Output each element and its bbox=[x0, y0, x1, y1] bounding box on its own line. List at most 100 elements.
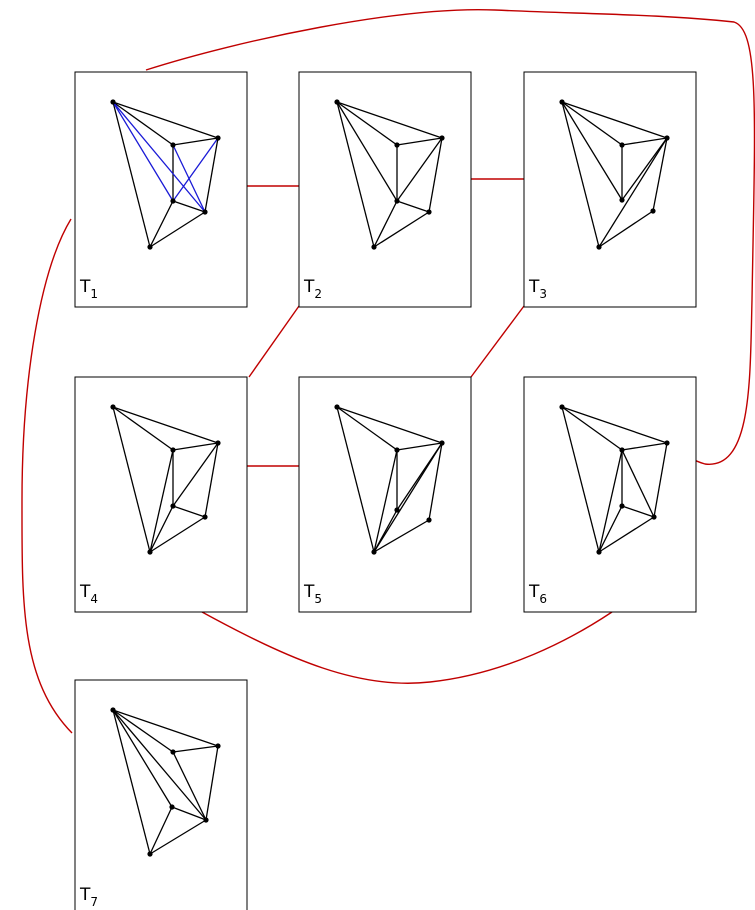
triangulation-edge bbox=[149, 806, 173, 855]
hull-edge bbox=[561, 406, 668, 444]
hull-edge bbox=[112, 709, 151, 855]
panel-frame bbox=[74, 71, 248, 308]
panel-label-subscript: 6 bbox=[539, 592, 547, 606]
vertex-a bbox=[110, 707, 116, 713]
panel-frame bbox=[74, 376, 248, 613]
triangulation-edge bbox=[112, 709, 174, 753]
vertex-a bbox=[110, 99, 116, 105]
panel-frame bbox=[74, 679, 248, 910]
vertex-e bbox=[426, 517, 432, 523]
vertex-a bbox=[110, 404, 116, 410]
vertex-b bbox=[170, 142, 176, 148]
vertex-a bbox=[559, 404, 565, 410]
triangulation-edge bbox=[149, 505, 174, 553]
triangulation-edge bbox=[373, 442, 443, 553]
triangulation-panel-6: T6 bbox=[523, 376, 697, 613]
hull-edge bbox=[112, 709, 219, 747]
hull-edge bbox=[112, 101, 219, 139]
vertex-c bbox=[215, 743, 221, 749]
triangulation-edge bbox=[561, 101, 623, 201]
vertex-e bbox=[203, 817, 209, 823]
vertex-a bbox=[334, 99, 340, 105]
triangulation-edge bbox=[336, 101, 398, 202]
triangulation-edge bbox=[172, 442, 219, 507]
triangulation-panel-1: T1 bbox=[74, 71, 248, 308]
panel-label: T1 bbox=[79, 277, 98, 301]
triangulation-edge bbox=[172, 200, 206, 213]
vertex-d bbox=[169, 804, 175, 810]
vertex-d bbox=[619, 197, 625, 203]
vertex-f bbox=[371, 549, 377, 555]
panel-label: T3 bbox=[528, 277, 547, 301]
vertex-b bbox=[170, 749, 176, 755]
vertex-b bbox=[619, 447, 625, 453]
triangulation-edge bbox=[396, 137, 443, 146]
triangulation-panel-3: T3 bbox=[523, 71, 697, 308]
vertex-b bbox=[619, 142, 625, 148]
triangulation-edge bbox=[561, 101, 623, 146]
hull-edge bbox=[428, 442, 443, 521]
vertex-f bbox=[147, 549, 153, 555]
triangulation-panel-4: T4 bbox=[74, 376, 248, 613]
triangulation-edge bbox=[112, 406, 174, 451]
hull-edge bbox=[204, 137, 219, 213]
panel-frame bbox=[523, 376, 697, 613]
vertex-f bbox=[147, 851, 153, 857]
hull-edge bbox=[112, 101, 151, 248]
hull-edge bbox=[112, 406, 219, 444]
hull-edge bbox=[373, 519, 430, 553]
triangulation-edge bbox=[112, 101, 174, 146]
panel-label: T4 bbox=[79, 582, 98, 606]
flip-connector-6 bbox=[201, 611, 613, 684]
triangulation-edge bbox=[172, 745, 219, 753]
triangulation-edge bbox=[598, 505, 623, 553]
hull-edge bbox=[598, 516, 655, 553]
flip-connector-4 bbox=[470, 305, 525, 378]
panel-label-subscript: 7 bbox=[90, 895, 98, 909]
hull-edge bbox=[149, 819, 207, 855]
hull-edge bbox=[652, 137, 668, 212]
triangulation-edge bbox=[621, 505, 655, 518]
vertex-c bbox=[439, 440, 445, 446]
panel-label: T7 bbox=[79, 885, 98, 909]
vertex-b bbox=[170, 447, 176, 453]
panel-label-subscript: 4 bbox=[90, 592, 98, 606]
triangulation-edge bbox=[396, 442, 443, 451]
hull-edge bbox=[205, 745, 219, 821]
panel-label-subscript: 2 bbox=[314, 287, 322, 301]
hull-edge bbox=[149, 211, 206, 248]
panel-label-main: T bbox=[79, 277, 91, 297]
vertex-f bbox=[371, 244, 377, 250]
panel-label-subscript: 3 bbox=[539, 287, 547, 301]
triangulation-edge bbox=[149, 200, 174, 248]
triangulation-edge bbox=[171, 806, 207, 821]
vertex-f bbox=[596, 244, 602, 250]
panel-frame bbox=[298, 376, 472, 613]
vertex-d bbox=[170, 503, 176, 509]
hull-edge bbox=[336, 101, 375, 248]
hull-edge bbox=[653, 442, 668, 518]
triangulation-edge bbox=[621, 137, 668, 146]
panel-frame bbox=[298, 71, 472, 308]
hull-edge bbox=[336, 406, 443, 444]
panel-label-main: T bbox=[528, 582, 540, 602]
triangulation-edge bbox=[172, 137, 219, 146]
flip-connector-3 bbox=[248, 305, 300, 378]
vertex-e bbox=[202, 209, 208, 215]
vertex-c bbox=[215, 440, 221, 446]
hull-edge bbox=[149, 516, 206, 553]
hull-edge bbox=[373, 211, 430, 248]
triangulation-edge bbox=[149, 449, 174, 553]
vertex-c bbox=[664, 440, 670, 446]
vertex-d bbox=[170, 198, 176, 204]
vertex-c bbox=[215, 135, 221, 141]
hull-edge bbox=[428, 137, 443, 213]
triangulation-edge bbox=[172, 751, 207, 821]
flip-connector-7 bbox=[145, 8, 755, 465]
triangulation-edge bbox=[621, 449, 655, 518]
vertex-e bbox=[426, 209, 432, 215]
hull-edge bbox=[112, 406, 151, 553]
triangulation-panel-7: T7 bbox=[74, 679, 248, 910]
